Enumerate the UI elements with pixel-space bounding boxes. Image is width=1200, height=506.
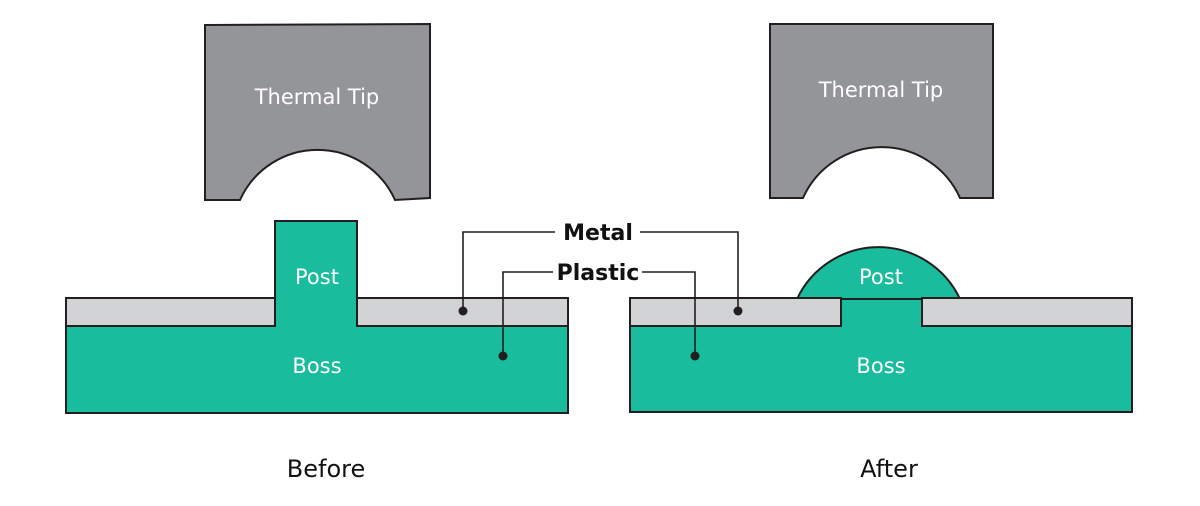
after-caption: After (860, 455, 918, 483)
after-tip-label: Thermal Tip (818, 78, 944, 102)
plastic-leader-right (642, 271, 696, 356)
after-post-label: Post (859, 265, 903, 289)
after-post-dome (795, 246, 962, 300)
metal-dot-left (458, 306, 468, 316)
plastic-dot-right (690, 351, 700, 361)
plastic-leader-left (502, 271, 553, 356)
before-tip-label: Thermal Tip (254, 85, 380, 109)
after-thermal-tip (769, 23, 994, 199)
after-boss-post (629, 298, 1133, 413)
before-caption: Before (287, 455, 365, 483)
before-boss-label: Boss (292, 354, 341, 378)
plastic-callout: Plastic (557, 261, 640, 286)
metal-callout: Metal (563, 221, 633, 246)
before-metal-left (65, 297, 276, 327)
metal-leader-left (462, 231, 555, 311)
after-boss-label: Boss (856, 354, 905, 378)
after-metal-right (921, 297, 1133, 327)
metal-leader-right (640, 231, 739, 311)
before-boss-post (65, 220, 569, 414)
plastic-dot-left (498, 351, 508, 361)
metal-dot-right (733, 306, 743, 316)
before-post-label: Post (295, 265, 339, 289)
before-thermal-tip (204, 22, 431, 202)
